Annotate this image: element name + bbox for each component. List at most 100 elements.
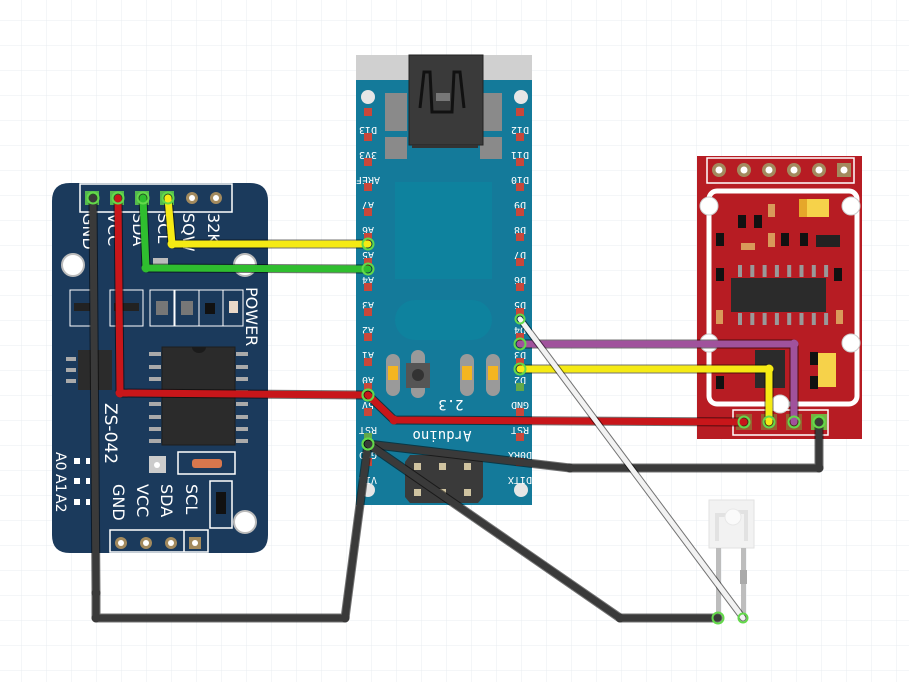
chip-leg [762,265,767,277]
rtc-module[interactable]: GND VCC SDA SCL SQW 32K POWER [52,183,268,553]
arduino-pin-label: D6 [514,274,526,285]
arduino-pin-a3[interactable] [364,283,372,291]
arduino-pin-d12[interactable] [516,108,524,116]
mcu-chip-area [395,182,492,279]
wire-endpoint[interactable] [361,237,375,251]
rtc-diode-outline [177,451,236,475]
wire-arduino-gnd-to-ir-gnd[interactable] [361,437,725,625]
wire-endpoint[interactable] [161,191,175,205]
rtc-bottom-label-gnd: GND [109,484,128,521]
wire-endpoint[interactable] [513,337,527,351]
arduino-pin-gnd[interactable] [516,383,524,391]
arduino-pin-5v[interactable] [364,383,372,391]
arduino-pin-label: D9 [514,199,526,210]
arduino-pin-rst[interactable] [516,408,524,416]
wire-endpoint[interactable] [711,611,725,625]
arduino-pin-d3[interactable] [516,333,524,341]
arduino-pin-d11[interactable] [516,133,524,141]
wire-bendpoint[interactable] [789,339,799,349]
rtc-model-label: ZS-042 [100,403,120,464]
chip-leg [750,265,755,277]
arduino-pin-d8[interactable] [516,208,524,216]
arduino-pin-d4[interactable] [516,308,524,316]
wire-bendpoint[interactable] [814,463,824,473]
arduino-pin-label: A5 [362,249,374,260]
wire-arduino-5v-to-hx711-vcc[interactable] [361,388,751,429]
wire-bendpoint[interactable] [91,613,101,623]
arduino-pin-d2[interactable] [516,358,524,366]
arduino-nano[interactable]: 2.3 Arduino D133V3AREFA7A6A5A4A3A2A1A05V… [356,54,532,505]
wire-bendpoint[interactable] [389,415,399,425]
wire-endpoint[interactable] [361,262,375,276]
wire-rtc-sda-to-arduino-a4[interactable] [136,191,375,276]
reset-button[interactable] [406,350,430,398]
wire-endpoint[interactable] [514,313,526,325]
chip-leg [750,313,755,325]
arduino-pin-a5[interactable] [364,233,372,241]
hx711-module[interactable] [697,156,862,439]
arduino-pin-aref[interactable] [364,158,372,166]
arduino-pin-label: D1TX [508,474,532,485]
wire-bendpoint[interactable] [340,613,350,623]
arduino-pin-label: A1 [362,349,374,360]
wire-bendpoint[interactable] [764,364,774,374]
wire-endpoint[interactable] [787,415,801,429]
wire-endpoint[interactable] [111,191,125,205]
wire-bendpoint[interactable] [141,263,151,273]
wire-bendpoint[interactable] [91,588,101,598]
wire-endpoint[interactable] [762,415,776,429]
wire-rtc-scl-to-arduino-a5[interactable] [161,191,375,251]
arduino-pin-d10[interactable] [516,158,524,166]
wire-endpoint[interactable] [737,415,751,429]
arduino-pin-label: D12 [511,124,529,135]
arduino-pin-d6[interactable] [516,258,524,266]
arduino-pin-label: D10 [511,174,529,185]
wire-arduino-d4-to-ir-signal[interactable] [514,313,749,624]
arduino-pin-label: D4 [514,324,526,335]
arduino-pin-rst[interactable] [364,408,372,416]
mount-hole [514,90,528,104]
arduino-pin-d9[interactable] [516,183,524,191]
arduino-brand-label: Arduino [412,427,471,443]
wire-endpoint[interactable] [361,388,375,402]
wire-arduino-d3-to-hx711-sck[interactable] [513,337,801,429]
wire-arduino-d2-to-hx711-dt[interactable] [513,362,776,429]
rtc-components [69,258,244,327]
wire-endpoint[interactable] [361,437,375,451]
arduino-pin-a0[interactable] [364,358,372,366]
arduino-pin-label: D2 [514,374,526,385]
hx711-top-header [706,157,855,184]
rtc-addr-a1: A1 [52,474,68,492]
wire-bendpoint[interactable] [615,613,625,623]
chip-leg [762,313,767,325]
wire-rtc-gnd-to-arduino-gnd[interactable] [86,191,375,623]
arduino-pin-label: D3 [514,349,526,360]
arduino-pin-d0rx[interactable] [516,433,524,441]
arduino-pin-a4[interactable] [364,258,372,266]
rtc-bottom-pins [115,537,201,549]
mount-hole [233,510,257,534]
wire-bendpoint[interactable] [167,239,177,249]
arduino-pin-d7[interactable] [516,233,524,241]
arduino-pin-label: D7 [514,249,526,260]
wire-endpoint[interactable] [812,415,826,429]
arduino-pin-a7[interactable] [364,183,372,191]
rtc-power-label: POWER [242,287,261,346]
wire-bendpoint[interactable] [115,388,125,398]
arduino-pin-3v3[interactable] [364,133,372,141]
chip-leg [811,313,816,325]
wire-endpoint[interactable] [513,362,527,376]
chip-leg [799,265,804,277]
arduino-pin-gnd[interactable] [364,433,372,441]
wire-bendpoint[interactable] [565,463,575,473]
arduino-pin-a1[interactable] [364,333,372,341]
wire-endpoint[interactable] [737,612,749,624]
arduino-pin-label: AREF [356,174,380,185]
wire-endpoint[interactable] [136,191,150,205]
arduino-pin-d5[interactable] [516,283,524,291]
arduino-pin-a6[interactable] [364,208,372,216]
arduino-pin-d13[interactable] [364,108,372,116]
arduino-pin-a2[interactable] [364,308,372,316]
wire-endpoint[interactable] [86,191,100,205]
